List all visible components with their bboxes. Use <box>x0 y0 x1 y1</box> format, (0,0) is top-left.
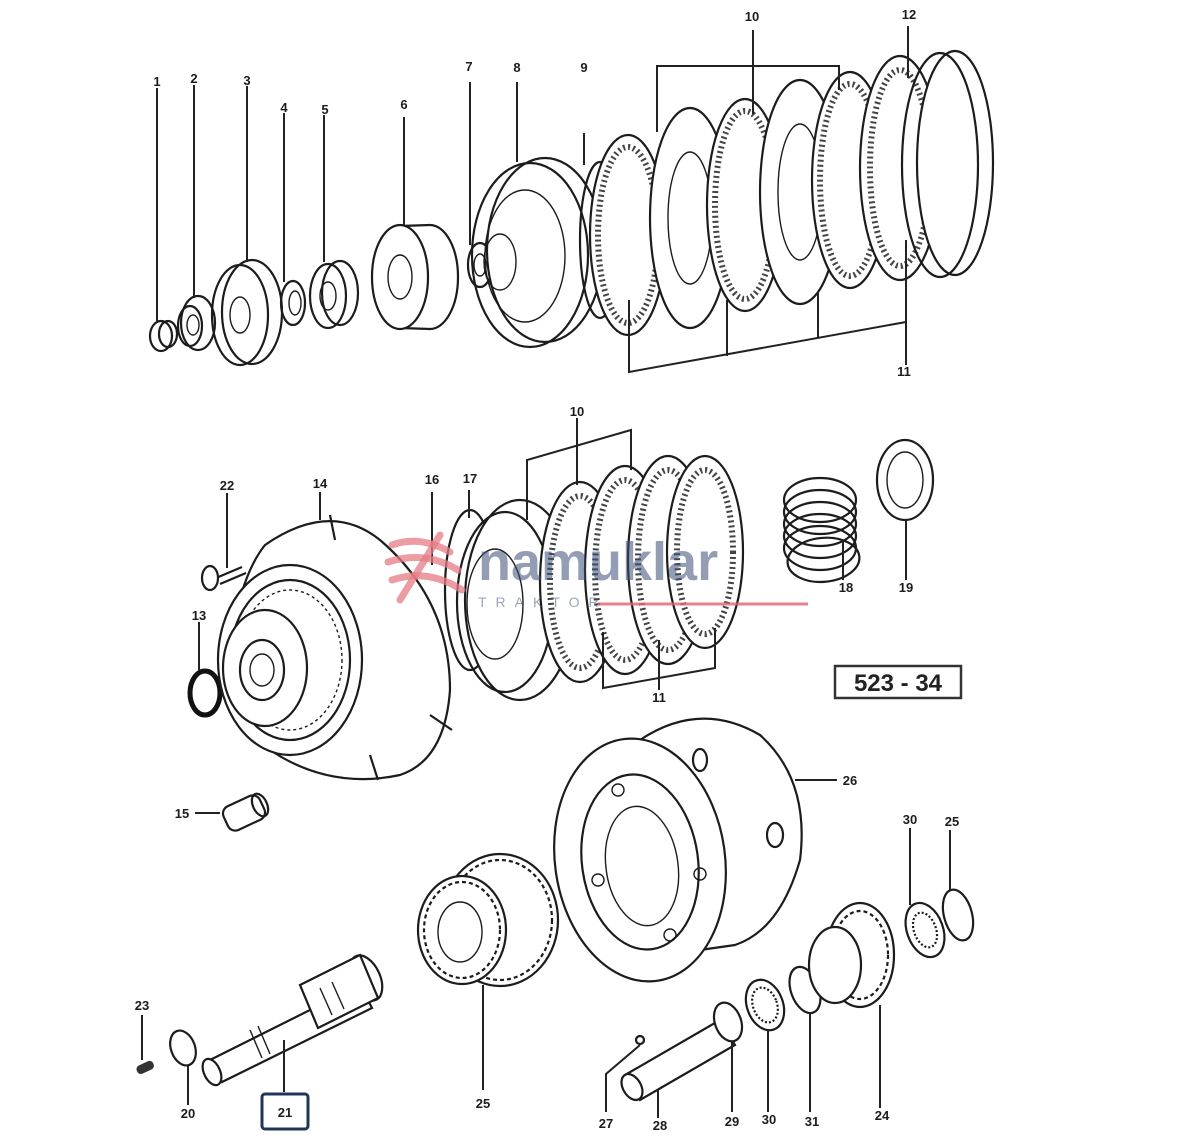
part-28-shaft <box>620 1018 737 1102</box>
callout-23: 23 <box>135 998 149 1013</box>
part-26-carrier-housing <box>553 717 803 983</box>
part-12-pressure-plate <box>900 49 995 279</box>
callout-30-right: 30 <box>903 812 917 827</box>
part-18-spring <box>782 476 861 584</box>
middle-leader-lines <box>195 418 907 814</box>
callout-7: 7 <box>465 59 472 74</box>
callout-11-top: 11 <box>897 364 911 379</box>
callout-4: 4 <box>280 100 288 115</box>
callout-29: 29 <box>725 1114 739 1129</box>
callout-5: 5 <box>321 102 328 117</box>
brand-name: namuklar <box>478 532 718 592</box>
callout-18: 18 <box>839 580 853 595</box>
callout-19: 19 <box>899 580 913 595</box>
part-25-washer-right <box>941 888 975 942</box>
callout-25-bottom: 25 <box>476 1096 490 1111</box>
callout-1: 1 <box>153 74 160 89</box>
part-25-gear <box>416 852 560 988</box>
callout-12: 12 <box>902 7 916 22</box>
callout-15: 15 <box>175 806 189 821</box>
middle-assembly <box>187 418 935 832</box>
part-30-bearing-right <box>904 901 946 959</box>
highlighted-part-21[interactable]: 21 <box>260 1092 310 1131</box>
callout-30-bottom: 30 <box>762 1112 776 1127</box>
callout-14: 14 <box>313 476 328 491</box>
callout-20: 20 <box>181 1106 195 1121</box>
callout-28: 28 <box>653 1118 667 1133</box>
part-23-pin <box>136 1060 154 1075</box>
callout-16: 16 <box>425 472 439 487</box>
part-30-needle-bearing <box>744 978 786 1032</box>
brand-watermark: namuklar TRAKTOR <box>384 531 808 610</box>
part-4-washer <box>279 279 307 327</box>
callout-3: 3 <box>243 73 250 88</box>
part-1-cap <box>148 319 179 353</box>
reference-code: 523 - 34 <box>854 670 943 697</box>
clutch-disc-pack-middle <box>538 454 745 684</box>
part-27-ball <box>634 1034 646 1046</box>
callout-13: 13 <box>192 608 206 623</box>
part-24-gear <box>807 901 896 1009</box>
callout-17: 17 <box>463 471 477 486</box>
part-29-washer <box>712 1001 744 1043</box>
top-leader-lines <box>156 26 909 374</box>
part-15-plug <box>221 792 270 832</box>
callout-2: 2 <box>190 71 197 86</box>
callout-9: 9 <box>580 60 587 75</box>
callout-25-right: 25 <box>945 814 959 829</box>
part-21-shaft <box>201 953 384 1087</box>
callout-22: 22 <box>220 478 234 493</box>
callout-10-top: 10 <box>745 9 759 24</box>
part-19-washer <box>875 438 935 522</box>
part-13-o-ring <box>187 668 223 718</box>
callout-11-middle: 11 <box>652 690 666 705</box>
callout-labels: 1 2 3 4 5 6 7 8 9 10 11 12 22 14 16 17 1… <box>135 7 959 1133</box>
clutch-disc-pack-top <box>588 54 942 337</box>
part-8-piston <box>470 156 605 349</box>
top-assembly <box>148 26 995 374</box>
callout-31: 31 <box>805 1114 819 1129</box>
callout-6: 6 <box>400 97 407 112</box>
callout-21: 21 <box>278 1105 292 1120</box>
reference-code-box: 523 - 34 <box>833 664 963 700</box>
part-6-hub <box>370 223 460 331</box>
callout-8: 8 <box>513 60 520 75</box>
callout-10-middle: 10 <box>570 404 584 419</box>
callout-24: 24 <box>875 1108 890 1123</box>
callout-27: 27 <box>599 1116 613 1131</box>
part-3-disc <box>210 258 284 367</box>
part-22-bolt <box>200 564 247 592</box>
part-14-clutch-drum <box>216 514 453 781</box>
part-2-nut <box>176 294 217 352</box>
bottom-assembly <box>136 717 975 1118</box>
brand-swoosh-icon <box>384 531 466 604</box>
part-5-bearing <box>308 259 360 330</box>
brand-tagline: TRAKTOR <box>478 594 608 610</box>
bottom-leader-lines <box>141 779 951 1118</box>
part-20-snap-ring <box>169 1029 197 1067</box>
callout-26: 26 <box>843 773 857 788</box>
